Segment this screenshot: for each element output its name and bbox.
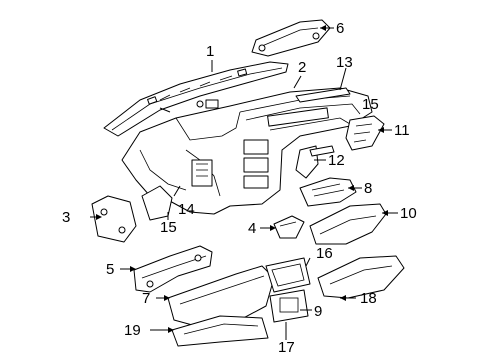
part-18-console bbox=[317, 255, 405, 299]
callout-18: 18 bbox=[360, 290, 377, 307]
part-8-latch bbox=[299, 177, 357, 207]
callout-7: 7 bbox=[142, 290, 150, 307]
leaders bbox=[90, 25, 398, 340]
callout-11: 11 bbox=[394, 122, 410, 139]
callout-8: 8 bbox=[364, 180, 372, 197]
part-19-lower-trim bbox=[171, 315, 269, 347]
callout-2: 2 bbox=[298, 59, 306, 76]
callout-labels: 1 2 3 4 5 6 7 8 9 10 11 12 13 14 15 15 1… bbox=[62, 20, 417, 356]
callout-13: 13 bbox=[336, 54, 353, 71]
part-6-bracket bbox=[251, 19, 331, 57]
callout-17: 17 bbox=[278, 339, 295, 356]
callout-5: 5 bbox=[106, 261, 114, 278]
part-11-side-vent bbox=[345, 115, 385, 151]
callout-15-lower: 15 bbox=[160, 219, 177, 236]
part-16-bezel bbox=[265, 257, 311, 293]
part-7-knee-bolster bbox=[167, 265, 275, 327]
callout-15-upper: 15 bbox=[362, 96, 379, 113]
callout-6: 6 bbox=[336, 20, 344, 37]
part-17-lower-bezel bbox=[269, 289, 309, 323]
callout-16: 16 bbox=[316, 245, 333, 262]
callout-12: 12 bbox=[328, 152, 345, 169]
callout-14: 14 bbox=[178, 201, 195, 218]
part-5-support bbox=[133, 245, 213, 293]
part-15-lower-bracket bbox=[141, 185, 173, 221]
callout-4: 4 bbox=[248, 220, 256, 237]
part-1-dash-pad bbox=[103, 61, 289, 137]
part-3-left-bracket bbox=[91, 195, 137, 243]
callout-3: 3 bbox=[62, 209, 70, 226]
part-13-trim bbox=[295, 87, 351, 103]
part-4-clip bbox=[273, 215, 305, 239]
part-10-glove-box bbox=[309, 203, 387, 245]
callout-10: 10 bbox=[400, 205, 417, 222]
part-12-bracket bbox=[295, 145, 335, 179]
instrument-panel-body bbox=[121, 87, 373, 215]
callout-1: 1 bbox=[206, 43, 214, 60]
callout-19: 19 bbox=[124, 322, 141, 339]
callout-9: 9 bbox=[314, 303, 322, 320]
